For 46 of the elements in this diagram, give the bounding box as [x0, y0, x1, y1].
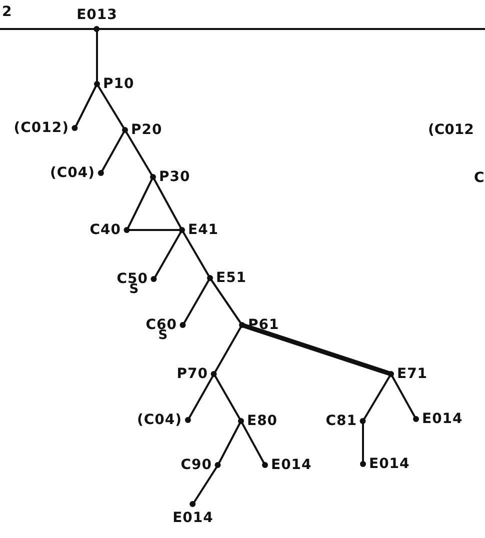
connector-line — [241, 322, 392, 376]
connector-line — [96, 29, 98, 84]
node-label: E013 — [76, 7, 118, 23]
connector-line — [213, 324, 243, 374]
cut-off-label: C — [474, 170, 484, 186]
node-label: P70 — [176, 366, 208, 382]
connector-line — [153, 230, 183, 280]
connector-line — [390, 374, 417, 420]
node-label: E51 — [216, 270, 247, 286]
connector-line — [152, 176, 183, 230]
connector-line — [182, 278, 211, 326]
node-label: C81 — [326, 413, 357, 429]
node-label: E014 — [172, 510, 214, 526]
node-label: E80 — [247, 413, 278, 429]
tree-node — [76, 7, 118, 33]
node-label: E014 — [422, 411, 463, 427]
connector-line — [187, 374, 215, 420]
node-note: S — [158, 328, 168, 344]
connector-line — [127, 229, 182, 231]
node-label: (C04) — [50, 165, 95, 181]
connector-line — [362, 421, 364, 464]
node-label: E014 — [369, 456, 410, 472]
node-label: (C012) — [14, 120, 69, 136]
connector-line — [74, 84, 98, 128]
connector-line — [217, 420, 242, 466]
node-label: E014 — [271, 457, 312, 473]
cut-off-label: 2 — [2, 4, 12, 20]
node-note: S — [129, 282, 140, 298]
node-label: P20 — [131, 122, 162, 138]
node-label: C40 — [90, 222, 121, 238]
node-label: P10 — [103, 76, 134, 92]
connector-line — [240, 420, 266, 466]
connector-line — [126, 176, 154, 230]
node-label: E71 — [397, 366, 428, 382]
connector-line — [181, 230, 211, 278]
connector-line — [213, 374, 242, 422]
cut-off-label: (C012 — [428, 122, 474, 138]
connector-line — [100, 130, 126, 174]
node-label: E41 — [188, 222, 219, 238]
tree-node — [14, 120, 79, 136]
connector-line — [97, 28, 485, 30]
tree-node — [50, 165, 105, 181]
node-label: P30 — [159, 169, 190, 185]
node-label: C90 — [180, 457, 212, 473]
tree-node — [136, 412, 192, 428]
node-label: (C04) — [136, 412, 182, 428]
